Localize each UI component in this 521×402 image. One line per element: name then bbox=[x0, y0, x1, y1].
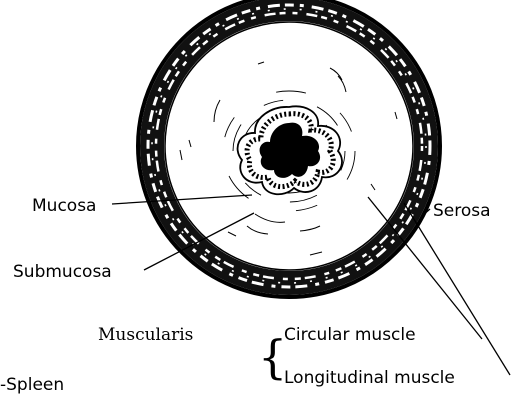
submucosa-label: Submucosa bbox=[13, 262, 112, 282]
organ-cross-section bbox=[138, 0, 440, 297]
longitudinal-muscle-leader bbox=[404, 203, 510, 375]
circular-muscle-label: Circular muscle bbox=[284, 325, 416, 345]
spleen-label: -Spleen bbox=[0, 375, 64, 395]
muscularis-brace: { bbox=[258, 330, 287, 384]
mucosa-label: Mucosa bbox=[32, 196, 96, 216]
muscularis-label: Muscularis bbox=[98, 325, 193, 345]
longitudinal-muscle-label: Longitudinal muscle bbox=[284, 368, 455, 388]
serosa-label: Serosa bbox=[433, 201, 491, 221]
